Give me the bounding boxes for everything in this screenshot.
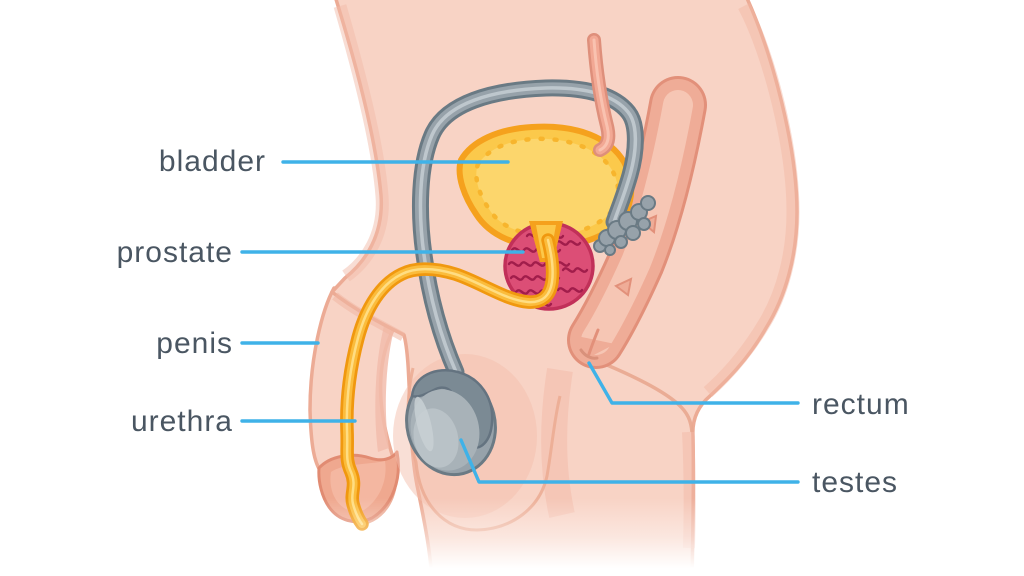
seminal-vesicle bbox=[593, 195, 656, 256]
testes-leader-line bbox=[459, 438, 800, 484]
label-bladder: bladder bbox=[158, 145, 266, 178]
label-penis: penis bbox=[156, 327, 233, 360]
rectum-shape bbox=[567, 76, 707, 369]
label-testes: testes bbox=[812, 466, 899, 499]
anus-mark bbox=[579, 348, 599, 360]
penis-shaft-shading bbox=[375, 326, 394, 452]
anal-canal bbox=[577, 336, 615, 358]
urethra-tube bbox=[340, 221, 563, 531]
bladder-shape bbox=[456, 123, 635, 249]
bottom-fade bbox=[0, 498, 1024, 576]
testis-shape bbox=[405, 369, 497, 477]
label-urethra: urethra bbox=[130, 405, 233, 438]
label-rectum: rectum bbox=[812, 388, 910, 421]
leader-lines bbox=[240, 160, 800, 484]
ureter bbox=[587, 33, 616, 157]
vas-deferens bbox=[412, 79, 644, 381]
rectum-fold-2 bbox=[614, 277, 633, 297]
label-prostate: prostate bbox=[116, 236, 233, 269]
rectum-leader-line bbox=[587, 361, 800, 405]
